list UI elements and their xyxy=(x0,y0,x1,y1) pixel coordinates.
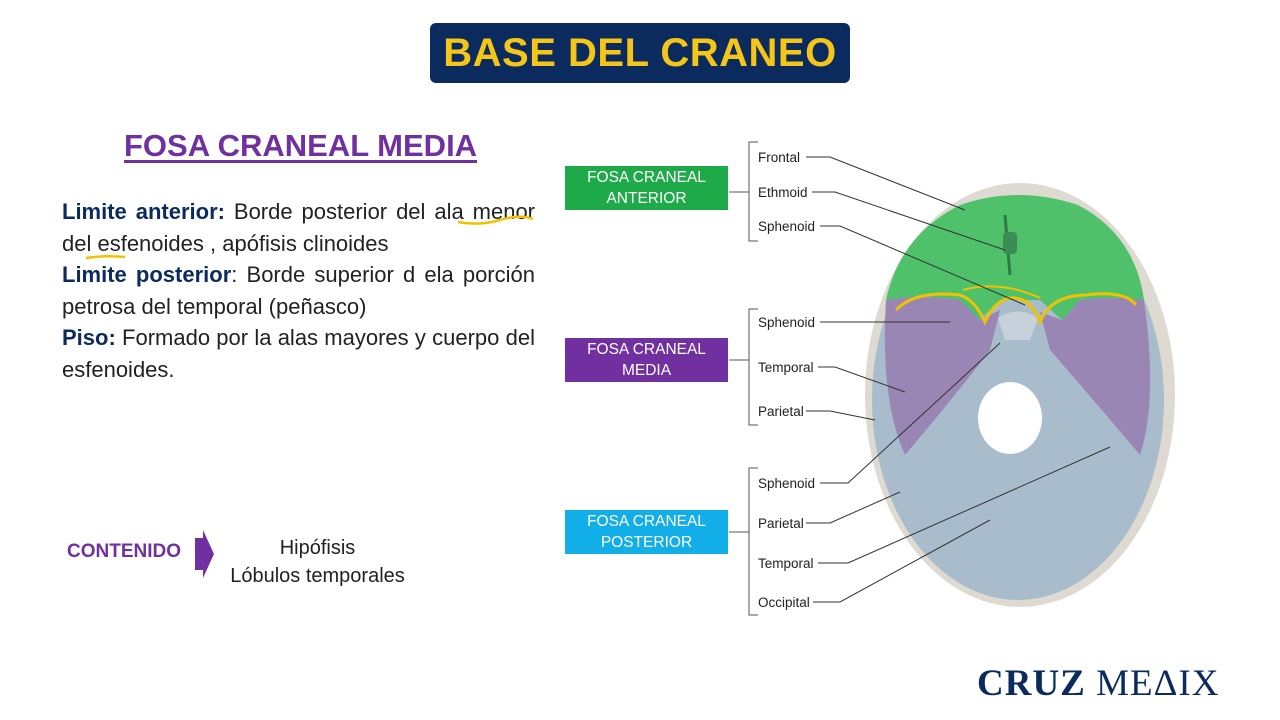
foramen-magnum xyxy=(978,382,1042,454)
logo-bold: CRUZ xyxy=(977,663,1086,704)
content-item: Hipófisis xyxy=(279,537,356,559)
logo-light: MEΔIX xyxy=(1096,663,1220,704)
label-sphenoid-posterior: Sphenoid xyxy=(758,476,815,491)
label-brackets xyxy=(729,141,758,616)
fosa-anterior-line2: ANTERIOR xyxy=(606,190,687,207)
floor-text: Formado por la alas mayores y cuerpo del… xyxy=(62,325,535,382)
posterior-limit-text: : Borde superior d ela porción petrosa d… xyxy=(62,262,535,319)
middle-fossa-left xyxy=(884,297,1000,455)
fosa-anterior-line1: FOSA CRANEAL xyxy=(587,169,706,186)
anterior-limit: Limite anterior: Borde posterior del ala… xyxy=(62,196,535,259)
sella-turcica xyxy=(998,311,1038,340)
label-parietal-posterior: Parietal xyxy=(758,516,804,531)
boundary-highlight xyxy=(894,292,1138,327)
label-temporal-posterior: Temporal xyxy=(758,556,814,571)
label-temporal-middle: Temporal xyxy=(758,360,814,375)
content-label: CONTENIDO xyxy=(67,541,181,562)
page-title: BASE DEL CRANEO xyxy=(443,30,837,75)
label-occipital: Occipital xyxy=(758,595,810,610)
fosa-posterior-line1: FOSA CRANEAL xyxy=(587,513,706,530)
fosa-anterior-box: FOSA CRANEAL ANTERIOR xyxy=(565,166,728,210)
posterior-limit: Limite posterior: Borde superior d ela p… xyxy=(62,259,535,322)
description-block: Limite anterior: Borde posterior del ala… xyxy=(62,196,535,386)
posterior-limit-label: Limite posterior xyxy=(62,262,232,288)
middle-fossa-right xyxy=(1040,298,1151,455)
label-sphenoid-middle: Sphenoid xyxy=(758,315,815,330)
floor-label: Piso: xyxy=(62,325,116,351)
fosa-posterior-line2: POSTERIOR xyxy=(600,534,693,551)
cribriform-plate xyxy=(1003,232,1017,254)
content-item: Lóbulos temporales xyxy=(230,565,405,587)
pointer-lines xyxy=(806,156,1111,603)
anterior-limit-label: Limite anterior: xyxy=(62,199,225,224)
title-banner: BASE DEL CRANEO xyxy=(430,23,850,83)
anterior-fossa-region xyxy=(886,195,1144,320)
content-list: Hipófisis Lóbulos temporales xyxy=(210,534,425,590)
label-parietal-middle: Parietal xyxy=(758,404,804,419)
brand-logo: CRUZ MEΔIX xyxy=(977,662,1219,705)
floor: Piso: Formado por la alas mayores y cuer… xyxy=(62,322,535,385)
label-frontal: Frontal xyxy=(758,150,800,165)
label-ethmoid: Ethmoid xyxy=(758,185,808,200)
section-title: FOSA CRANEAL MEDIA xyxy=(124,128,478,163)
label-sphenoid-anterior: Sphenoid xyxy=(758,219,815,234)
arrow-right-icon xyxy=(195,530,214,578)
boundary-highlight-2 xyxy=(962,285,1041,299)
fosa-media-line1: FOSA CRANEAL xyxy=(587,341,706,358)
fosa-media-line2: MEDIA xyxy=(621,362,672,379)
fosa-posterior-box: FOSA CRANEAL POSTERIOR xyxy=(565,510,728,554)
fosa-media-box: FOSA CRANEAL MEDIA xyxy=(565,338,728,382)
